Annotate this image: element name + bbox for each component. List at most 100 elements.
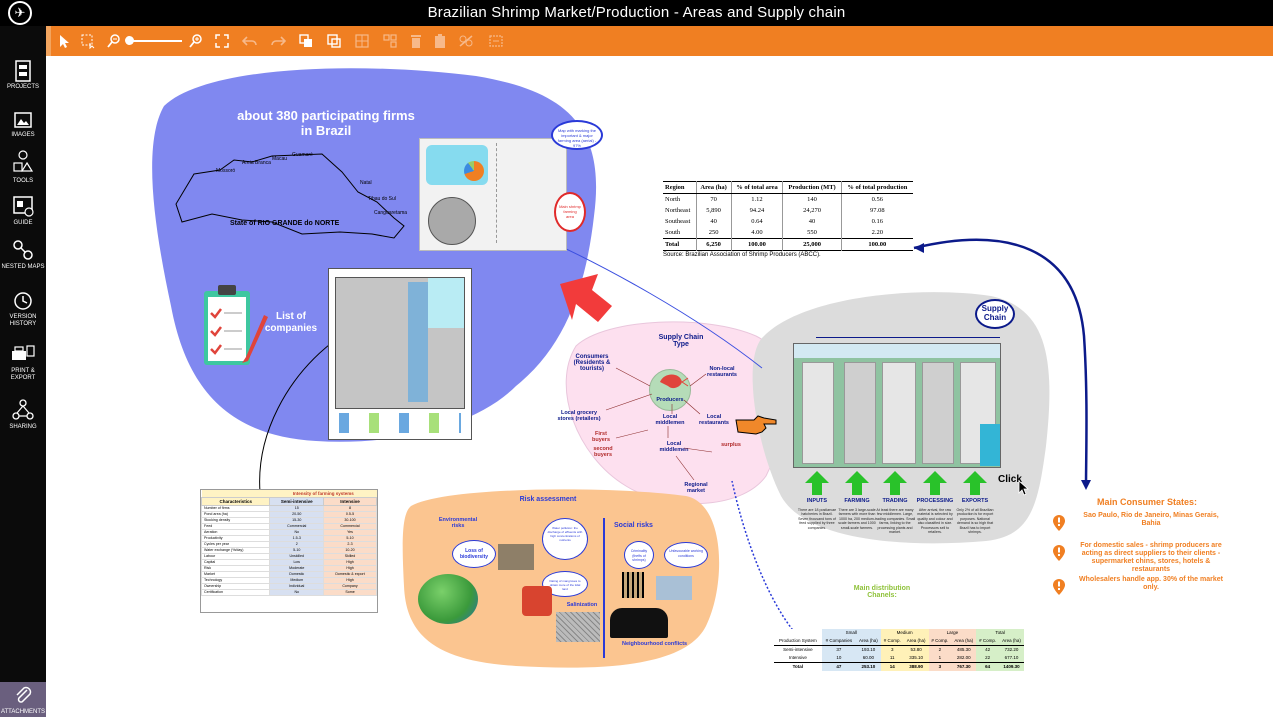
- mind-map-canvas[interactable]: about 380 participating firms in Brazil …: [46, 56, 1273, 717]
- globe-icon: [428, 197, 476, 245]
- up-arrow-icon: [923, 471, 947, 495]
- table-cell: 94.24: [730, 205, 783, 216]
- table-cell: Semi-intensive: [774, 645, 822, 654]
- node-local-restaurants[interactable]: Local restaurants: [699, 414, 729, 426]
- sidebar-item-nested-maps[interactable]: NESTED MAPS: [0, 238, 46, 271]
- area-table-header: Region: [663, 181, 697, 194]
- table-cell: 37: [821, 645, 856, 654]
- table-cell: Certification: [201, 589, 271, 596]
- node-local-middlemen-2[interactable]: Local middlemen: [659, 441, 689, 453]
- characteristics-header: Characteristics: [201, 497, 271, 506]
- supply-chain-image[interactable]: [793, 343, 1001, 468]
- node-first-buyers[interactable]: First buyers: [591, 431, 611, 443]
- producers-node[interactable]: Producers: [649, 369, 691, 411]
- version-history-icon: [14, 292, 32, 310]
- distribution-header: # Comp.: [928, 637, 952, 646]
- zoom-out-icon[interactable]: [106, 33, 122, 49]
- clipboard-icon[interactable]: [432, 33, 448, 49]
- table-cell: 767.30: [951, 662, 977, 671]
- zoom-slider-track[interactable]: [126, 40, 182, 42]
- copy-icon[interactable]: [298, 33, 314, 49]
- distribution-header: Area (ha): [903, 637, 929, 646]
- zoom-in-icon[interactable]: [188, 33, 204, 49]
- chain-sea: [980, 424, 1000, 466]
- supply-chain-bubble[interactable]: Supply Chain: [975, 299, 1015, 329]
- table-cell: 24,270: [782, 205, 842, 216]
- node-nonlocal-restaurants[interactable]: Non-local restaurants: [707, 366, 737, 378]
- social-bubble-1: Criminality (thefts of shrimps): [624, 541, 654, 569]
- redo-icon[interactable]: [270, 33, 286, 49]
- node-regional-market[interactable]: Regional market: [684, 482, 708, 494]
- sidebar-item-images[interactable]: IMAGES: [0, 110, 46, 139]
- click-label[interactable]: Click: [998, 474, 1022, 485]
- app-logo-icon[interactable]: ✈: [8, 1, 32, 25]
- supply-type-blob[interactable]: [565, 321, 788, 505]
- marquee-select-icon[interactable]: [80, 33, 96, 49]
- table-cell: 2: [928, 645, 952, 654]
- consumer-states-title: Main Consumer States:: [1096, 497, 1198, 507]
- sidebar-item-version-history[interactable]: VERSION HISTORY: [0, 290, 46, 328]
- undo-icon[interactable]: [242, 33, 258, 49]
- rn-city-mossoro: Mossoró: [216, 168, 236, 174]
- sidebar: PROJECTS IMAGES TOOLS GUIDE NESTED MAPS …: [0, 26, 46, 717]
- consumer-state-item: For domestic sales - shrimp producers ar…: [1080, 542, 1222, 573]
- sidebar-item-guide[interactable]: GUIDE: [0, 194, 46, 227]
- characteristics-header: Semi-intensive: [269, 497, 325, 506]
- table-cell: 2.20: [840, 227, 913, 239]
- node-grocery[interactable]: Local grocery stores (retailers): [557, 410, 601, 422]
- table-cell: 60.00: [855, 654, 881, 663]
- coast-map-image[interactable]: [328, 268, 472, 440]
- node-surplus[interactable]: surplus: [721, 442, 741, 448]
- select-arrow-icon[interactable]: [56, 33, 72, 49]
- sidebar-item-attachments[interactable]: ATTACHMENTS: [0, 682, 46, 717]
- table-cell: Intensive: [774, 654, 822, 663]
- up-arrow-icon: [845, 471, 869, 495]
- disconnect-icon[interactable]: [458, 33, 474, 49]
- paste-icon[interactable]: [326, 33, 342, 49]
- map-callout-top: Map with marking the important & major f…: [551, 120, 603, 150]
- node-consumers[interactable]: Consumers (Residents & tourists): [573, 354, 611, 372]
- node-second-buyers[interactable]: second buyers: [593, 446, 613, 458]
- connector-distribution: [731, 480, 819, 656]
- pointing-hand-icon: [735, 415, 777, 435]
- table-cell: [774, 629, 822, 637]
- fit-to-screen-icon[interactable]: [214, 33, 230, 49]
- table-cell: No: [269, 589, 325, 596]
- brazil-map-image[interactable]: [419, 138, 567, 251]
- table-cell: 140: [782, 193, 842, 205]
- table-cell: 70: [695, 193, 732, 205]
- ungroup-icon[interactable]: [382, 33, 398, 49]
- cursor-icon: [1018, 480, 1030, 496]
- sidebar-item-print-export[interactable]: PRINT & EXPORT: [0, 344, 46, 382]
- location-pin-icon: [1053, 515, 1065, 531]
- hazard-icon: [522, 586, 552, 616]
- distribution-group-header: Small: [821, 629, 881, 637]
- sidebar-item-tools[interactable]: TOOLS: [0, 150, 46, 185]
- pollution-image: [498, 544, 534, 570]
- group-icon[interactable]: [354, 33, 370, 49]
- table-cell: 3: [928, 662, 952, 671]
- sidebar-item-label: GUIDE: [13, 220, 33, 226]
- risk-bubble-loss: Loss of biodiversity: [452, 540, 496, 568]
- distribution-group-header: Large: [928, 629, 977, 637]
- delete-icon[interactable]: [408, 33, 424, 49]
- sidebar-item-projects[interactable]: PROJECTS: [0, 60, 46, 91]
- sidebar-item-label: NESTED MAPS: [1, 264, 45, 270]
- zoom-slider-handle[interactable]: [124, 36, 134, 45]
- print-export-icon: [12, 345, 35, 360]
- table-cell: 1.12: [730, 193, 783, 205]
- rn-city-macau: Macau: [272, 156, 288, 162]
- distribution-header: # Comp.: [880, 637, 904, 646]
- supply-type-title: Supply Chain Type: [658, 334, 704, 348]
- sidebar-item-sharing[interactable]: SHARING: [0, 398, 46, 431]
- distribution-header: Area (ha): [951, 637, 977, 646]
- connector-consumer-states: [913, 238, 1088, 487]
- table-cell: Total: [774, 662, 822, 671]
- table-cell: 47: [821, 662, 856, 671]
- node-local-middlemen[interactable]: Local middlemen: [655, 414, 685, 426]
- frame-icon[interactable]: [488, 33, 504, 49]
